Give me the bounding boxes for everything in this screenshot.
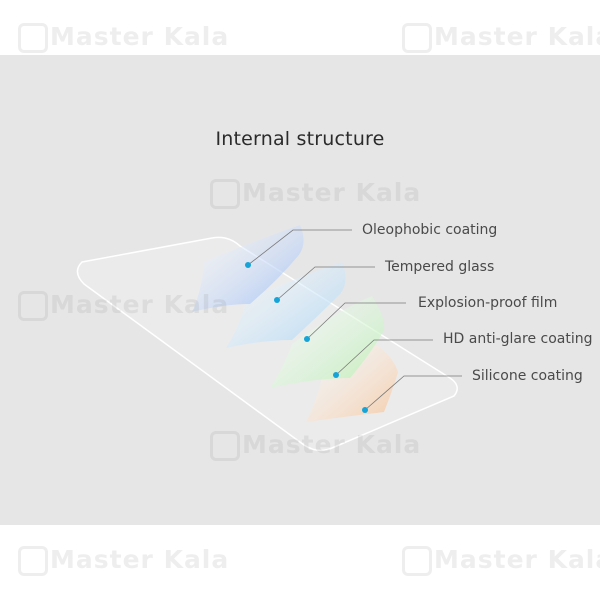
- leader-tempered: [276, 266, 375, 301]
- watermark-logo: Master Kala: [18, 22, 229, 53]
- leader-explosion: [306, 302, 406, 340]
- leader-silicone: [364, 375, 462, 411]
- layer-oleophobic: [192, 225, 304, 312]
- dot-anti-glare: [333, 372, 339, 378]
- watermark-logo: Master Kala: [402, 22, 600, 53]
- layer-tempered-glass: [226, 262, 346, 348]
- watermark-logo: Master Kala: [402, 545, 600, 576]
- label-silicone-coating: Silicone coating: [472, 368, 583, 384]
- label-hd-anti-glare-coating: HD anti-glare coating: [443, 331, 593, 347]
- layer-explosion-proof: [270, 296, 385, 388]
- watermark-logo: Master Kala: [210, 178, 421, 209]
- watermark-logo: Master Kala: [210, 430, 421, 461]
- leader-anti-glare: [335, 339, 433, 376]
- watermark-logo: Master Kala: [18, 545, 229, 576]
- label-explosion-proof-film: Explosion-proof film: [418, 295, 558, 311]
- layer-anti-glare: [306, 342, 398, 422]
- dot-tempered: [274, 297, 280, 303]
- page-title: Internal structure: [215, 128, 385, 150]
- dot-silicone: [362, 407, 368, 413]
- dot-explosion: [304, 336, 310, 342]
- dot-oleophobic: [245, 262, 251, 268]
- leader-oleophobic: [247, 229, 352, 266]
- label-oleophobic-coating: Oleophobic coating: [362, 222, 498, 238]
- label-tempered-glass: Tempered glass: [385, 259, 495, 275]
- watermark-logo: Master Kala: [18, 290, 229, 321]
